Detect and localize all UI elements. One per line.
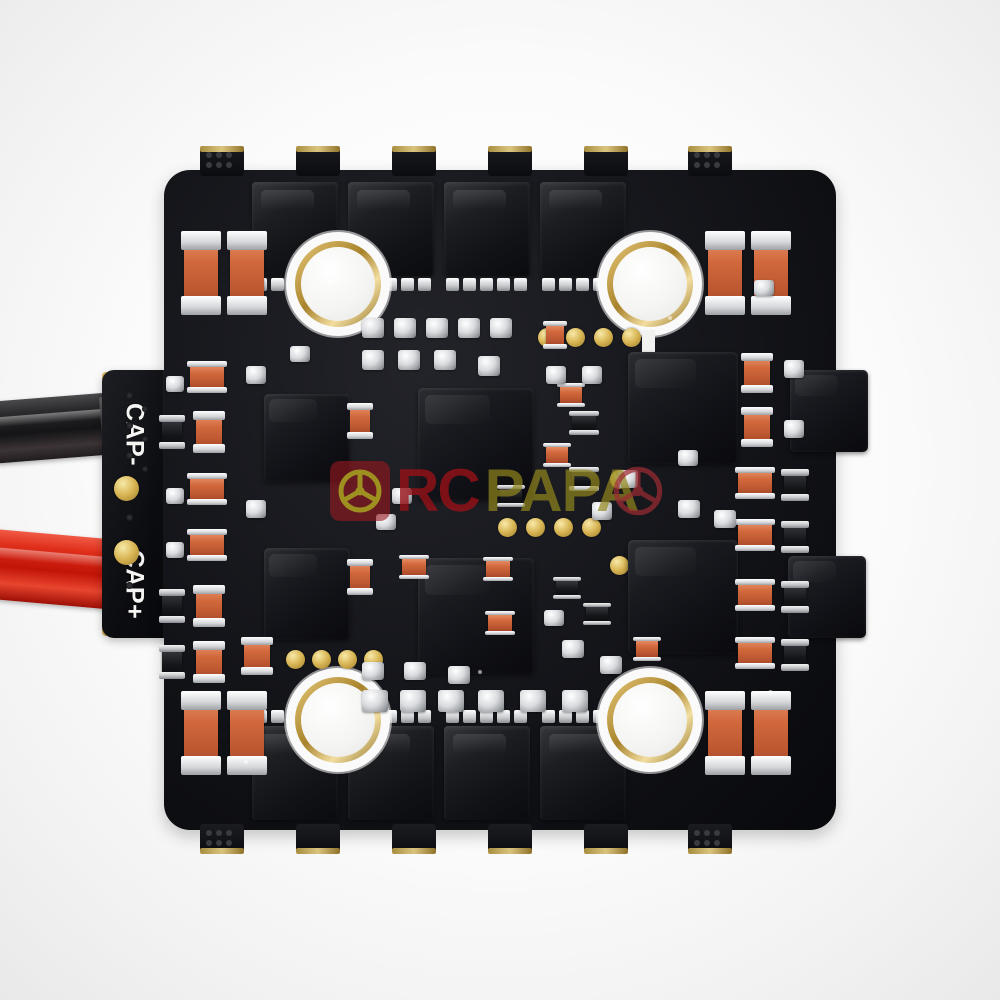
specular-speck	[478, 670, 482, 674]
specular-speck	[328, 280, 333, 285]
specular-speck	[244, 760, 248, 764]
specular-speck	[768, 690, 773, 695]
esc-pcb: CAP- CAP+	[102, 146, 868, 854]
mounting-hole-top-left	[286, 232, 390, 336]
chip-right-upper	[790, 370, 868, 452]
via	[126, 582, 133, 589]
wire-capacitor-negative	[0, 392, 119, 464]
via	[126, 514, 133, 521]
chip-center-lower-right	[628, 540, 738, 654]
pad-cap-negative	[114, 476, 139, 501]
mounting-hole-bottom-right	[598, 668, 702, 772]
chip-center-upper-right	[628, 352, 738, 464]
via	[126, 422, 133, 429]
via	[142, 436, 148, 442]
mounting-hole-top-right	[598, 232, 702, 336]
via	[142, 466, 148, 472]
chip-left-lower	[264, 548, 350, 640]
specular-speck	[668, 316, 672, 320]
chip-left-upper	[264, 394, 350, 482]
wire-highlight	[0, 408, 116, 428]
chip-center-upper-left	[418, 388, 534, 500]
chip-center-lower-left	[418, 558, 534, 674]
mounting-hole-bottom-left	[286, 668, 390, 772]
via	[126, 392, 133, 399]
via	[126, 452, 133, 459]
pad-cap-positive	[114, 540, 139, 565]
via	[142, 406, 148, 412]
